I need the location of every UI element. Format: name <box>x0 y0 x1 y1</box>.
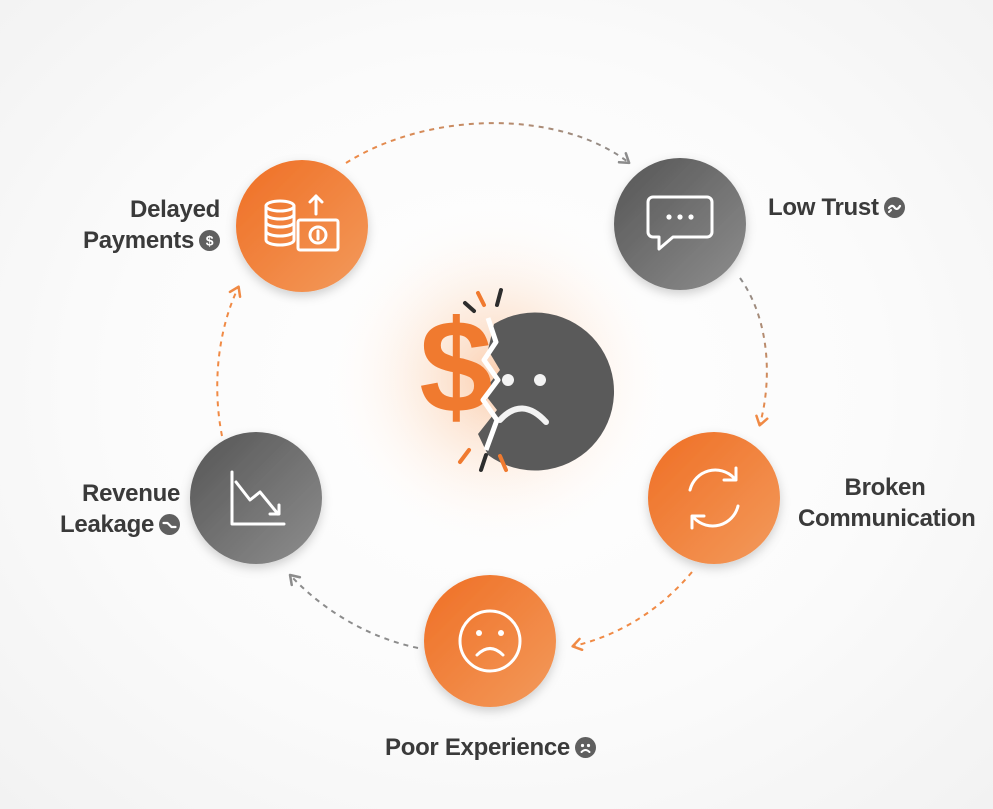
node-poor-experience <box>424 575 556 707</box>
label-line-with-badge: Leakage <box>40 509 180 540</box>
arrow-broken-to-poor <box>571 571 693 652</box>
label-line: Poor Experience <box>385 734 570 761</box>
svg-text:$: $ <box>206 233 214 249</box>
declining-chart-icon <box>230 470 286 526</box>
dollar-badge-icon: $ <box>199 230 220 251</box>
trend-badge-icon <box>159 514 180 535</box>
arrow-delayed-to-trust <box>345 122 631 165</box>
node-low-trust <box>614 158 746 290</box>
label-line: Leakage <box>60 511 154 538</box>
label-line: Payments <box>83 227 194 254</box>
label-line: Delayed <box>130 196 220 223</box>
label-line: Revenue <box>82 480 180 507</box>
label-broken-communication: Broken Communication <box>798 472 976 534</box>
sad-face-icon <box>458 609 522 673</box>
arrow-revenue-to-delayed <box>216 285 242 437</box>
label-revenue-leakage: Revenue Leakage <box>40 478 180 540</box>
node-revenue-leakage <box>190 432 322 564</box>
arrow-poor-to-revenue <box>288 573 419 649</box>
label-line: Low Trust <box>768 194 879 221</box>
label-delayed-payments: Delayed Payments $ <box>80 194 220 256</box>
label-line-with-badge: Payments $ <box>80 225 220 256</box>
label-low-trust: Low Trust <box>768 192 905 223</box>
sad-face-badge-icon <box>574 737 596 758</box>
label-line: Broken <box>844 474 926 501</box>
refresh-cycle-icon <box>688 466 740 530</box>
node-delayed-payments <box>236 160 368 292</box>
arrow-trust-to-broken <box>739 277 769 427</box>
label-poor-experience: Poor Experience <box>385 732 596 763</box>
chat-badge-icon <box>883 197 905 218</box>
broken-dollar-sad-face-icon: $ <box>419 288 615 472</box>
label-line: Communication <box>798 505 976 532</box>
coins-and-cash-icon <box>264 194 340 252</box>
chat-bubble-icon <box>646 195 714 251</box>
svg-text:$: $ <box>419 293 492 440</box>
node-broken-communication <box>648 432 780 564</box>
